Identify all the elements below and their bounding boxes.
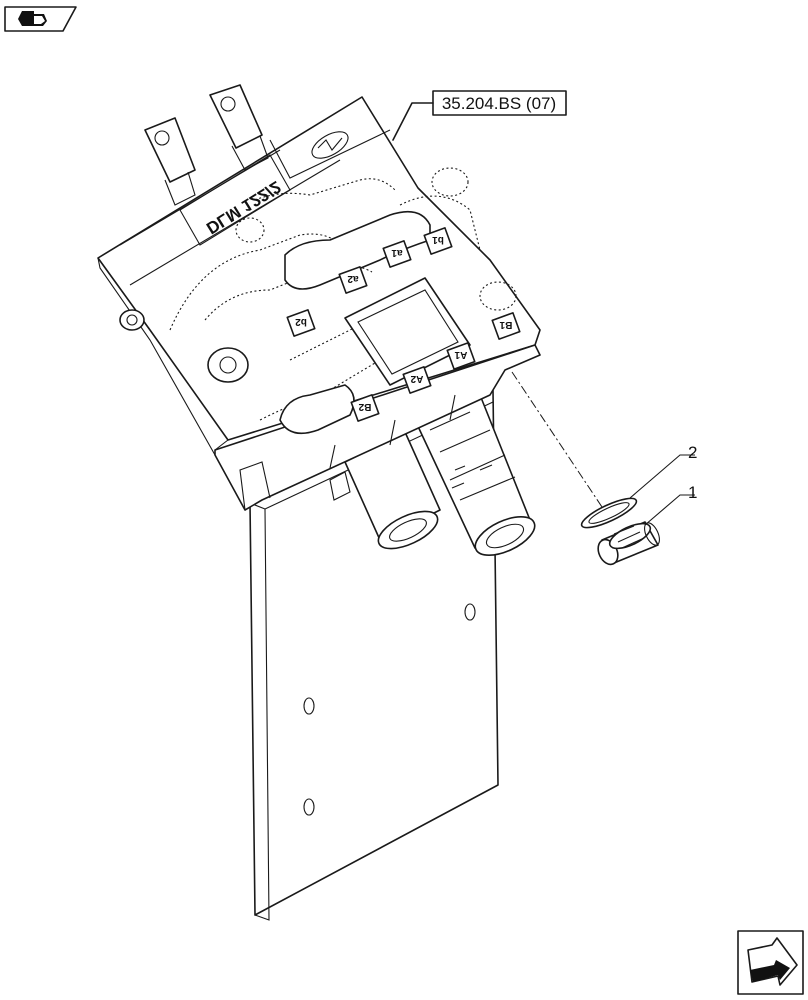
reference-callout[interactable]: 35.204.BS (07) bbox=[392, 90, 567, 141]
callout-2-number: 2 bbox=[688, 443, 697, 462]
port-label-B2: B2 bbox=[350, 394, 380, 422]
port-bosses bbox=[119, 210, 431, 435]
item-1-plug bbox=[597, 521, 660, 566]
plate-hole bbox=[464, 603, 476, 621]
port-text: A2 bbox=[410, 373, 423, 384]
next-page-arrow-icon[interactable] bbox=[737, 930, 804, 995]
port-label-A2: A2 bbox=[402, 366, 432, 394]
port-label-a1: a1 bbox=[382, 240, 412, 268]
reference-label: 35.204.BS (07) bbox=[442, 94, 556, 113]
port-text: a2 bbox=[347, 273, 359, 284]
assembly-centerline bbox=[511, 371, 603, 508]
inspection-cover bbox=[344, 277, 471, 386]
port-label-a2: a2 bbox=[338, 266, 368, 294]
port-text: a1 bbox=[391, 247, 403, 258]
port-text: B1 bbox=[499, 319, 512, 330]
callout-2[interactable]: 2 bbox=[629, 443, 697, 499]
plate-hole bbox=[303, 798, 315, 816]
port-label-B1: B1 bbox=[491, 312, 521, 340]
manufacturer-logo-icon bbox=[311, 131, 349, 159]
plate-hole bbox=[303, 697, 315, 715]
port-text: A1 bbox=[454, 349, 467, 360]
callout-1-number: 1 bbox=[688, 483, 697, 502]
port-label-b1: b1 bbox=[423, 227, 453, 255]
port-text: B2 bbox=[358, 401, 371, 412]
port-text: b1 bbox=[432, 234, 444, 245]
item-2-washer bbox=[580, 497, 638, 529]
spool-right bbox=[414, 394, 536, 556]
port-label-A1: A1 bbox=[446, 342, 476, 370]
page-nav-icon[interactable] bbox=[4, 6, 77, 32]
connector-lugs bbox=[144, 84, 269, 206]
port-label-b2: b2 bbox=[286, 309, 316, 337]
port-text: b2 bbox=[295, 316, 307, 327]
callout-1[interactable]: 1 bbox=[644, 483, 697, 526]
spool-left bbox=[329, 431, 441, 550]
